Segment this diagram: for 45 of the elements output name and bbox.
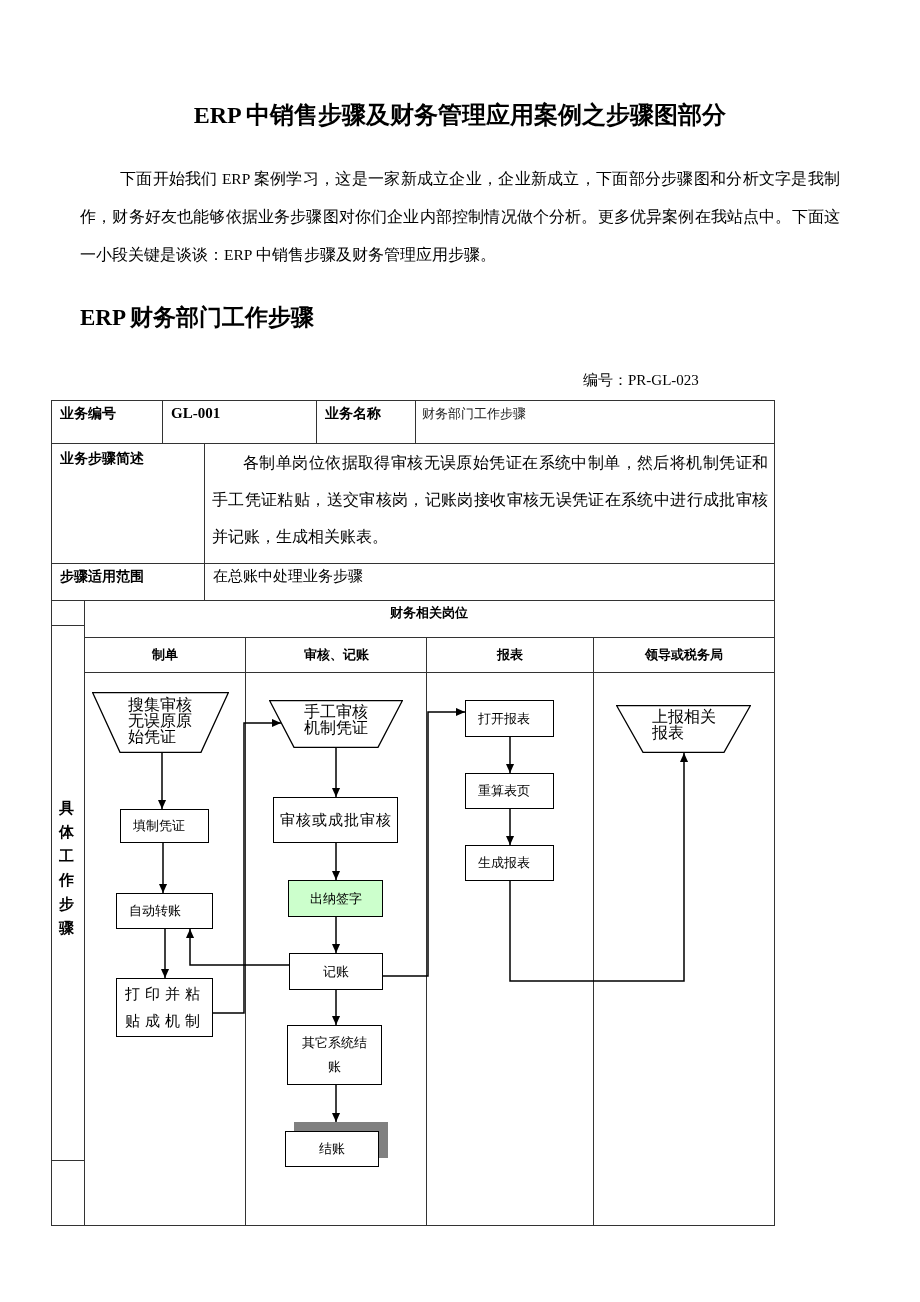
flow-arrow [331,989,341,1026]
intro-paragraph: 下面开始我们 ERP 案例学习，这是一家新成立企业，企业新成立，下面部分步骤图和分析文字是我制作，财务好友也能够依据业务步骤图对你们企业内部控制情况做个分析。更多优异案例在我站点中。下面这一小段关键是谈谈：ERP 中销售步骤及财务管理应用步骤。 [80,169,840,265]
field-label: 业务编号 [60,404,116,422]
flow-arrow [505,736,515,774]
row-header: 具体工作步骤 [59,798,74,939]
description-text: 各制单岗位依据取得审核无误原始凭证在系统中制单，然后将机制凭证和手工凭证粘贴，送交审核岗，记账岗接收审核无误凭证在系统中进行成批审核并记账，生成相关账表。 [212,453,768,547]
process-box: 记账 [289,953,383,990]
process-box: 其它系统结账 [287,1025,382,1085]
flow-arrow [158,842,168,894]
process-box: 出纳签字 [288,880,383,917]
lane-header: 报表 [497,647,523,663]
page-title: ERP 中销售步骤及财务管理应用案例之步骤图部分 [193,101,727,129]
process-box: 打印并粘贴成机制 [116,978,213,1037]
flow-arrow [331,1084,341,1123]
process-box: 审核或成批审核 [273,797,398,843]
document-number: 编号：PR-GL-023 [583,371,699,390]
flow-arrow [505,808,515,846]
process-box: 生成报表 [465,845,554,881]
flow-arrow [185,928,290,966]
flow-arrow [331,747,341,798]
column-group-header: 财务相关岗位 [390,604,468,622]
flow-arrow [331,842,341,881]
trapezoid-step: 上报相关报表 [616,705,751,753]
field-label: 业务步骤简述 [60,449,144,467]
trapezoid-step: 搜集审核无误原原始凭证 [92,692,229,753]
process-box: 打开报表 [465,700,554,737]
flow-arrow [160,928,170,979]
flow-arrow [212,718,282,1014]
trapezoid-step: 手工审核机制凭证 [269,700,403,748]
flow-arrow [331,916,341,954]
flow-arrow [382,707,466,977]
section-heading: ERP 财务部门工作步骤 [80,304,315,332]
field-value: 财务部门工作步骤 [422,405,526,423]
flow-arrow [509,752,689,982]
field-label: 业务名称 [325,404,381,422]
process-box: 自动转账 [116,893,213,929]
lane-header: 制单 [152,647,178,663]
flow-arrow [157,752,167,810]
field-value: 在总账中处理业务步骤 [213,567,363,586]
field-label: 步骤适用范围 [60,567,144,585]
field-value: GL-001 [171,404,221,422]
lane-header: 审核、记账 [303,647,369,663]
process-box: 填制凭证 [120,809,209,843]
lane-header: 领导或税务局 [645,647,723,663]
process-box: 重算表页 [465,773,554,809]
